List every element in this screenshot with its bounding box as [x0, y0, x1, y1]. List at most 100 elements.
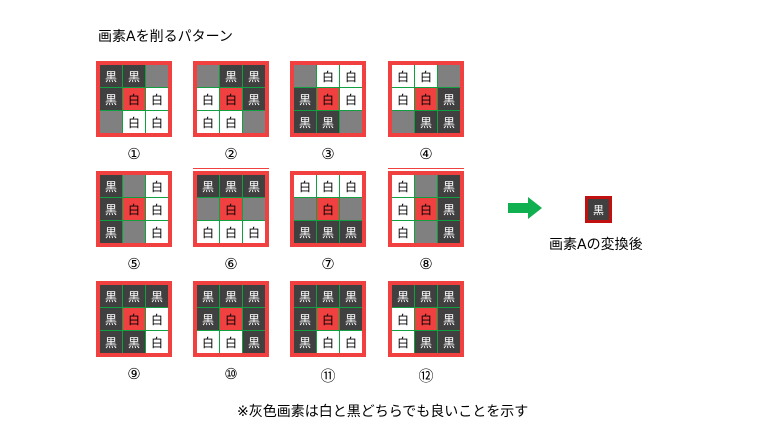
pixel-black: 黒 [100, 285, 122, 307]
pixel-any [392, 111, 414, 133]
pixel-any [123, 175, 145, 197]
pattern-number: ⑧ [419, 255, 433, 273]
pixel-black: 黒 [220, 65, 242, 87]
pixel-black: 黒 [392, 285, 414, 307]
pixel-a: 白 [123, 198, 145, 220]
pixel-white: 白 [146, 198, 168, 220]
pixel-black: 黒 [100, 88, 122, 110]
pixel-white: 白 [392, 331, 414, 353]
pixel-white: 白 [146, 175, 168, 197]
pixel-white: 白 [317, 331, 339, 353]
pixel-black: 黒 [243, 308, 265, 330]
pixel-any [415, 221, 437, 243]
pixel-white: 白 [340, 88, 362, 110]
pixel-black: 黒 [438, 331, 460, 353]
pattern-number: ⑨ [127, 365, 141, 383]
pixel-black: 黒 [415, 111, 437, 133]
pixel-any [197, 198, 219, 220]
pixel-any [197, 65, 219, 87]
pixel-a: 白 [220, 308, 242, 330]
pixel-black: 黒 [123, 65, 145, 87]
pixel-black: 黒 [294, 221, 316, 243]
pixel-black: 黒 [220, 285, 242, 307]
pixel-grid: 黒黒黒白白黒白黒黒 [388, 281, 464, 357]
pixel-black: 黒 [197, 175, 219, 197]
pixel-black: 黒 [317, 111, 339, 133]
pixel-white: 白 [146, 331, 168, 353]
pixel-grid: 黒黒黒黒白黒黒白白 [290, 281, 366, 357]
pixel-black: 黒 [243, 88, 265, 110]
pixel-any [146, 65, 168, 87]
pattern-number: ⑩ [224, 365, 238, 383]
pixel-black: 黒 [197, 308, 219, 330]
pixel-a: 白 [220, 88, 242, 110]
pixel-white: 白 [220, 221, 242, 243]
pattern-3: 白白黒白白黒黒 ③ [290, 61, 366, 163]
pixel-black: 黒 [243, 65, 265, 87]
result-pixel: 黒 [585, 196, 612, 223]
pixel-any [294, 198, 316, 220]
pattern-number: ① [127, 145, 141, 163]
pattern-number: ⑥ [224, 255, 238, 273]
pixel-grid: 黒黒黒黒白黒白白黒 [193, 281, 269, 357]
pixel-white: 白 [243, 221, 265, 243]
pixel-black: 黒 [317, 221, 339, 243]
pixel-a: 白 [415, 198, 437, 220]
pixel-white: 白 [123, 111, 145, 133]
pixel-white: 白 [317, 175, 339, 197]
pixel-a: 白 [220, 198, 242, 220]
pixel-white: 白 [415, 65, 437, 87]
pattern-4: 白白白白黒黒黒 ④ [388, 61, 464, 163]
pixel-grid: 白白黒白白黒黒 [290, 61, 366, 137]
pixel-black: 黒 [100, 331, 122, 353]
pixel-black: 黒 [294, 308, 316, 330]
pixel-white: 白 [392, 198, 414, 220]
diagram-title: 画素Aを削るパターン [98, 29, 233, 45]
arrow-right-icon [508, 197, 542, 219]
pixel-any [340, 198, 362, 220]
pixel-white: 白 [392, 88, 414, 110]
pattern-number: ④ [419, 145, 433, 163]
pattern-10: 黒黒黒黒白黒白白黒 ⑩ [193, 281, 269, 383]
pixel-black: 黒 [100, 221, 122, 243]
pixel-grid: 白黒白白黒白黒 [388, 171, 464, 247]
pixel-black: 黒 [415, 331, 437, 353]
pixel-grid: 白白白白黒黒黒 [388, 61, 464, 137]
pixel-black: 黒 [438, 308, 460, 330]
underline [388, 168, 464, 169]
pixel-black: 黒 [438, 88, 460, 110]
pixel-black: 黒 [438, 111, 460, 133]
pixel-black: 黒 [294, 111, 316, 133]
pixel-white: 白 [317, 65, 339, 87]
result-label: 画素Aの変換後 [549, 237, 643, 253]
pixel-a: 白 [317, 88, 339, 110]
pixel-white: 白 [340, 175, 362, 197]
pixel-white: 白 [220, 111, 242, 133]
pixel-any [438, 65, 460, 87]
pixel-black: 黒 [294, 285, 316, 307]
pixel-black: 黒 [438, 285, 460, 307]
pixel-black: 黒 [100, 308, 122, 330]
pixel-black: 黒 [100, 198, 122, 220]
pixel-white: 白 [340, 331, 362, 353]
pixel-any [340, 111, 362, 133]
pattern-8: 白黒白白黒白黒 ⑧ [388, 171, 464, 273]
pixel-any [294, 65, 316, 87]
pixel-white: 白 [392, 175, 414, 197]
pattern-number: ③ [321, 145, 335, 163]
pixel-white: 白 [340, 65, 362, 87]
pixel-white: 白 [146, 221, 168, 243]
pixel-white: 白 [392, 221, 414, 243]
pixel-grid: 黒黒黒黒白白黒黒白 [96, 281, 172, 357]
pixel-white: 白 [146, 308, 168, 330]
pixel-black: 黒 [438, 175, 460, 197]
pixel-white: 白 [197, 88, 219, 110]
pixel-black: 黒 [340, 308, 362, 330]
pixel-black: 黒 [197, 285, 219, 307]
